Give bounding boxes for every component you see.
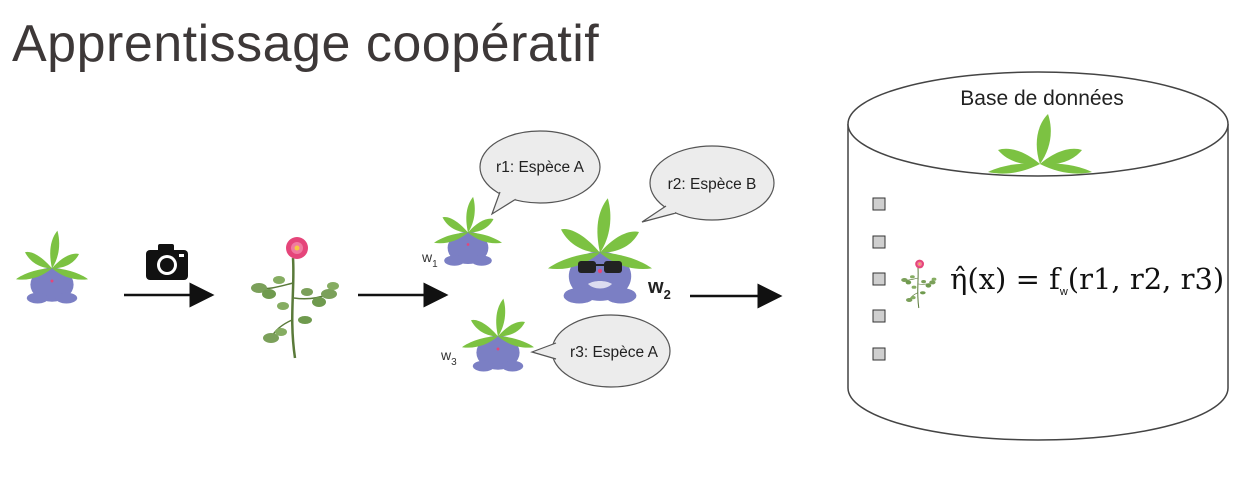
database-entry	[872, 197, 886, 211]
worker-3-speech-bubble: r3: Espèce A	[530, 314, 671, 388]
worker-3-label: w3	[440, 347, 457, 368]
database-label: Base de données	[960, 87, 1123, 110]
user-plant-icon	[15, 230, 88, 304]
worker-2-label: w2	[647, 276, 671, 302]
worker-3-plant-icon	[462, 298, 534, 372]
database-entry	[872, 347, 886, 361]
database-cylinder: Base de données η̂(x) = fw(r1, r2, r3)	[847, 71, 1229, 441]
worker-1-label: w1	[421, 249, 438, 270]
worker-1-speech-bubble: r1: Espèce A	[479, 130, 601, 216]
worker-3-response: r3: Espèce A	[570, 344, 659, 361]
aggregation-formula: η̂(x) = fw(r1, r2, r3)	[950, 262, 1224, 298]
rose-icon	[249, 235, 341, 360]
worker-2-speech-bubble: r2: Espèce B	[641, 145, 775, 223]
glasses-icon	[578, 261, 622, 289]
database-entry	[872, 235, 886, 249]
database-entry	[872, 309, 886, 323]
worker-2-response: r2: Espèce B	[668, 176, 757, 193]
worker-1-response: r1: Espèce A	[496, 159, 585, 176]
page-title: Apprentissage coopératif	[12, 15, 600, 73]
database-entries-list	[872, 197, 886, 361]
worker-1-plant-icon	[434, 196, 502, 266]
camera-icon	[146, 244, 188, 280]
database-entry	[872, 272, 886, 286]
leaf-logo-icon	[988, 114, 1092, 174]
